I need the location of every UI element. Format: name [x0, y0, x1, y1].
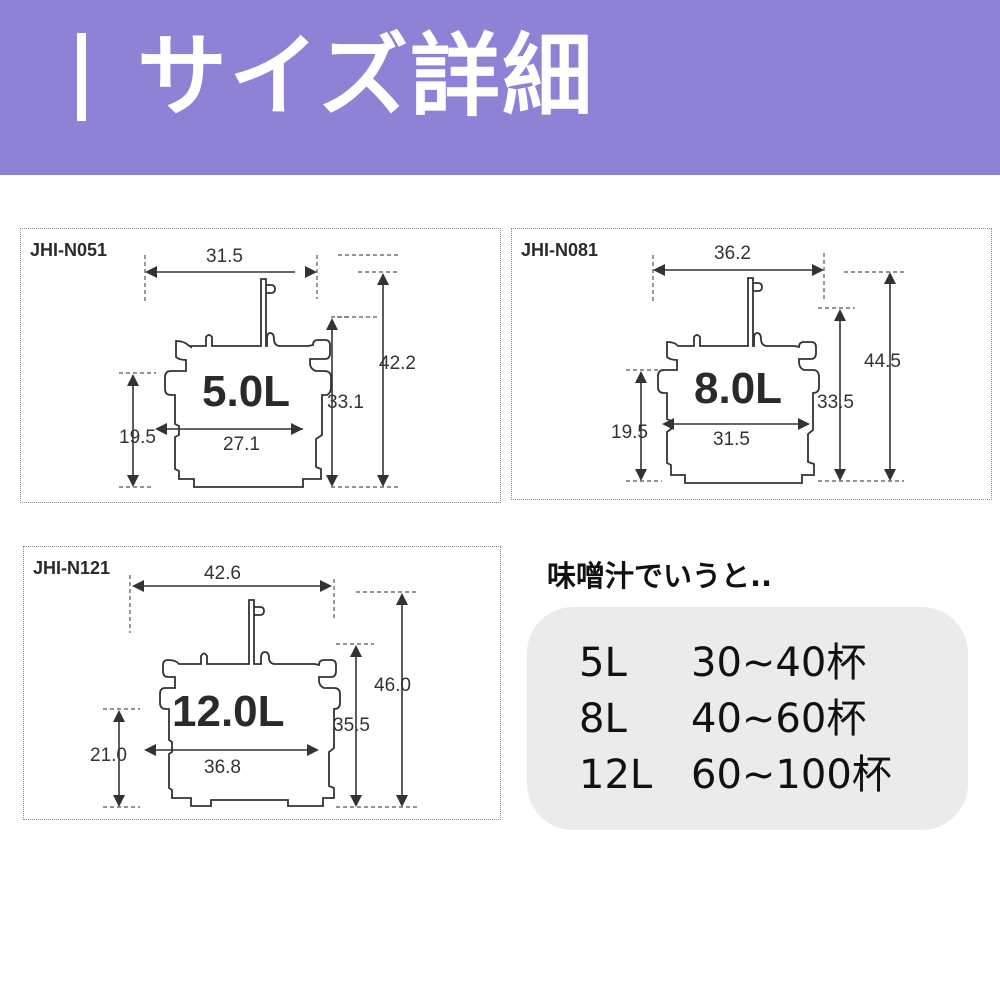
dim-body-height: 35.5 [333, 715, 370, 736]
capacity-label: 12.0L [172, 687, 285, 736]
model-label: JHI-N081 [521, 240, 599, 260]
pot-diagram [626, 253, 904, 484]
servings-count: 60~100杯 [691, 752, 892, 798]
miso-soup-title: 味噌汁でいうと.. [547, 559, 773, 593]
dim-inner-width: 27.1 [223, 434, 260, 455]
dim-total-height: 42.2 [379, 353, 416, 374]
dim-handle-width: 31.5 [206, 246, 243, 267]
size-panel-jhi-n051: JHI-N051 31.5 42.2 33.1 19.5 27.1 5.0L [20, 228, 501, 503]
dim-lower-height: 19.5 [119, 427, 156, 448]
pot-diagram [103, 575, 417, 808]
servings-row: 5L 30~40杯 [579, 635, 866, 691]
pot-outline [657, 277, 820, 484]
capacity-label: 8.0L [694, 364, 783, 413]
miso-soup-servings-box: 5L 30~40杯 8L 40~60杯 12L 60~100杯 [527, 607, 968, 830]
header-banner: サイズ詳細 [0, 0, 1000, 175]
size-panel-jhi-n121: JHI-N121 42.6 46.0 35.5 21.0 36.8 12.0L [23, 546, 501, 820]
servings-volume: 12L [579, 752, 653, 798]
model-label: JHI-N051 [30, 240, 108, 260]
size-panel-jhi-n081: JHI-N081 36.2 44.5 33.5 19.5 31.5 8.0L [511, 228, 992, 500]
servings-count: 30~40杯 [691, 640, 867, 686]
pot-diagram [119, 254, 401, 488]
servings-count: 40~60杯 [691, 696, 867, 742]
dim-body-height: 33.5 [817, 392, 854, 413]
dim-total-height: 46.0 [374, 675, 411, 696]
servings-row: 12L 60~100杯 [579, 747, 892, 803]
header-accent-bar [77, 33, 86, 121]
model-label: JHI-N121 [33, 558, 111, 578]
dim-lower-height: 19.5 [611, 422, 648, 443]
capacity-label: 5.0L [202, 367, 291, 416]
servings-volume: 8L [579, 696, 627, 742]
dim-handle-width: 36.2 [714, 243, 751, 264]
servings-row: 8L 40~60杯 [579, 691, 866, 747]
dim-handle-width: 42.6 [204, 563, 241, 584]
dim-total-height: 44.5 [864, 351, 901, 372]
dim-inner-width: 31.5 [713, 429, 750, 450]
page-title: サイズ詳細 [137, 24, 595, 129]
servings-volume: 5L [579, 640, 627, 686]
dim-body-height: 33.1 [327, 392, 364, 413]
dim-inner-width: 36.8 [204, 757, 241, 778]
pot-outline [164, 278, 332, 488]
dim-lower-height: 21.0 [90, 745, 127, 766]
pot-outline [159, 599, 341, 807]
